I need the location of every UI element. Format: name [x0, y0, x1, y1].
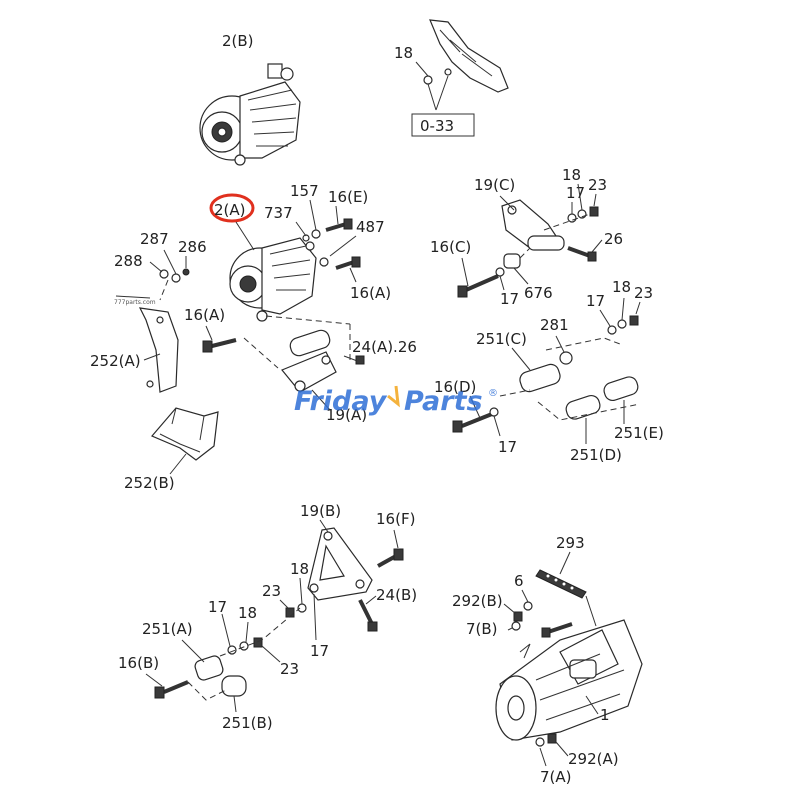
label-251a: 251(A) — [142, 620, 193, 638]
label-23-b: 23 — [262, 582, 281, 600]
spacer-251d — [565, 394, 601, 420]
label-1: 1 — [600, 706, 610, 724]
spacer-251a — [194, 655, 224, 681]
label-292a: 292(A) — [568, 750, 619, 768]
bolt-16c — [457, 274, 499, 298]
label-18-b: 18 — [290, 560, 309, 578]
label-24b: 24(B) — [376, 586, 417, 604]
label-24a-26: 24(A).26 — [352, 338, 417, 356]
label-0-33: 0-33 — [420, 117, 454, 135]
label-23-r: 23 — [634, 284, 653, 302]
bolt-16e — [302, 218, 353, 242]
label-23-bl: 23 — [280, 660, 299, 678]
bracket-252b — [151, 407, 219, 461]
ref-box-0-33 — [411, 113, 475, 137]
bracket-19a — [281, 329, 337, 393]
label-293: 293 — [556, 534, 585, 552]
label-19a: 19(A) — [326, 406, 367, 424]
bolt-16f — [377, 548, 404, 568]
label-251d: 251(D) — [570, 446, 622, 464]
label-7a: 7(A) — [540, 768, 572, 786]
label-737: 737 — [264, 204, 293, 222]
spacer-676 — [503, 253, 521, 269]
bracket-252a — [138, 307, 179, 393]
label-19c: 19(C) — [474, 176, 515, 194]
bracket-19c — [501, 199, 565, 251]
label-251c: 251(C) — [476, 330, 527, 348]
label-16e: 16(E) — [328, 188, 368, 206]
label-16a-left: 16(A) — [184, 306, 225, 324]
label-7b: 7(B) — [466, 620, 498, 638]
label-16c: 16(C) — [430, 238, 471, 256]
label-17-top: 17 — [566, 184, 585, 202]
label-292b: 292(B) — [452, 592, 503, 610]
label-281: 281 — [540, 316, 569, 334]
alternator-2b — [199, 63, 301, 166]
bolt-26 — [567, 246, 597, 262]
label-17-mid: 17 — [500, 290, 519, 308]
starter-motor-1 — [495, 619, 643, 741]
label-676: 676 — [524, 284, 553, 302]
bolt-16b — [154, 680, 189, 699]
label-17-bl: 17 — [208, 598, 227, 616]
label-157: 157 — [290, 182, 319, 200]
label-19b: 19(B) — [300, 502, 341, 520]
label-251b: 251(B) — [222, 714, 273, 732]
label-251e: 251(E) — [614, 424, 664, 442]
label-487: 487 — [356, 218, 385, 236]
label-18-top: 18 — [562, 166, 581, 184]
small-watermark: 777parts.com — [114, 299, 156, 306]
bracket-19b — [307, 527, 373, 601]
label-252a: 252(A) — [90, 352, 141, 370]
spacer-251b — [221, 675, 247, 697]
label-286: 286 — [178, 238, 207, 256]
label-16b: 16(B) — [118, 654, 159, 672]
label-18-bracket: 18 — [394, 44, 413, 62]
bolt-16a-right — [335, 256, 361, 270]
label-2b: 2(B) — [222, 32, 254, 50]
watermark-word-parts: Parts — [404, 386, 483, 417]
bolt-16a-left — [202, 338, 237, 353]
bracket-0-33 — [415, 19, 509, 111]
watermark-logo: Friday Parts ® — [294, 385, 498, 417]
highlight-circle — [209, 193, 255, 223]
bolt-starter-top — [541, 622, 573, 638]
watermark-registered: ® — [488, 388, 498, 399]
label-18-bl: 18 — [238, 604, 257, 622]
label-16d: 16(D) — [434, 378, 476, 396]
label-288: 288 — [114, 252, 143, 270]
watermark-word-friday: Friday — [294, 386, 388, 417]
terminal-strip-293 — [535, 569, 587, 599]
label-2a: 2(A) — [214, 201, 246, 219]
bolt-16d — [452, 412, 493, 433]
label-252b: 252(B) — [124, 474, 175, 492]
spacer-251c — [519, 363, 561, 393]
label-26: 26 — [604, 230, 623, 248]
bolt-24b — [358, 599, 378, 632]
label-18-r: 18 — [612, 278, 631, 296]
label-23-top: 23 — [588, 176, 607, 194]
label-17-b2: 17 — [310, 642, 329, 660]
label-287: 287 — [140, 230, 169, 248]
alternator-2a — [229, 237, 317, 322]
spacer-251e — [603, 376, 639, 402]
label-16a-right: 16(A) — [350, 284, 391, 302]
label-17-r: 17 — [586, 292, 605, 310]
label-16f: 16(F) — [376, 510, 415, 528]
label-17-low: 17 — [498, 438, 517, 456]
label-6: 6 — [514, 572, 524, 590]
